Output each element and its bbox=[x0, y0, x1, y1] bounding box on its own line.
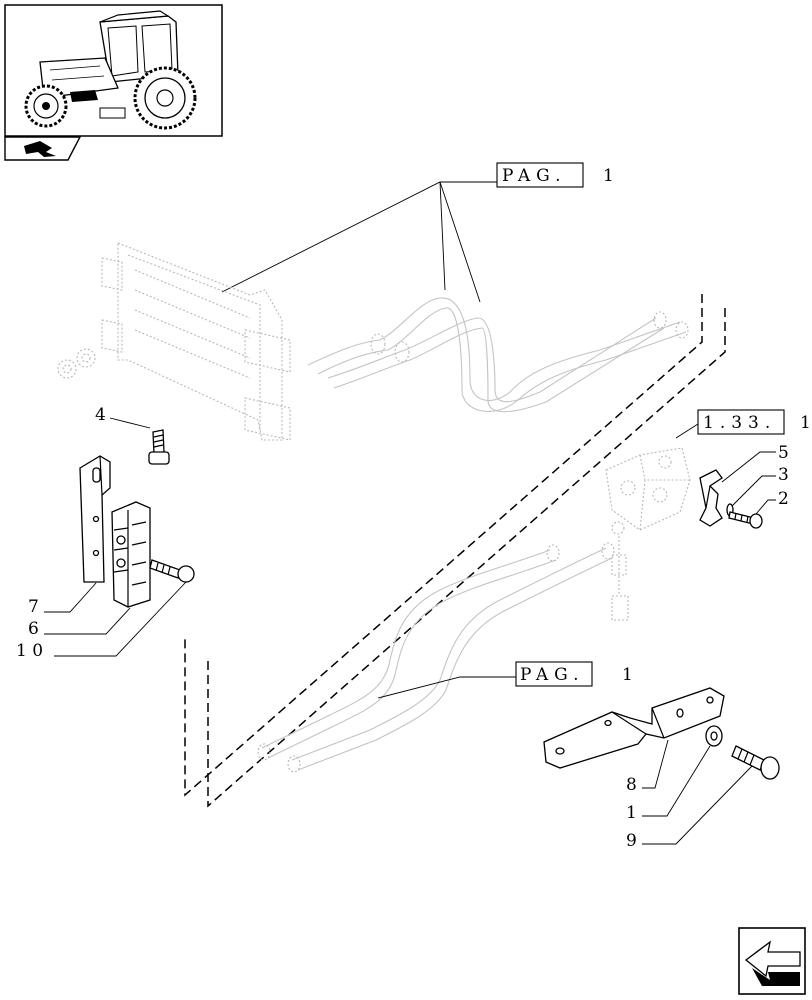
group-reference-label: 1.33. bbox=[703, 413, 776, 433]
part-1-washer[interactable] bbox=[705, 725, 723, 747]
part-5-clip[interactable] bbox=[699, 469, 723, 527]
leader-10 bbox=[54, 581, 187, 657]
callout-1: 1 bbox=[626, 803, 637, 823]
page-reference-top-leader bbox=[221, 181, 497, 303]
callout-2: 2 bbox=[778, 489, 789, 509]
page-reference-bottom[interactable]: PAG. 1 bbox=[515, 661, 633, 687]
group-reference-number: 1 bbox=[800, 413, 811, 433]
callout-6: 6 bbox=[28, 619, 39, 639]
group-reference-leader bbox=[675, 423, 699, 439]
part-7-bracket[interactable] bbox=[79, 455, 111, 583]
part-9-bolt[interactable] bbox=[731, 745, 780, 780]
callout-10: 1 0 bbox=[16, 641, 43, 661]
callout-3: 3 bbox=[778, 465, 789, 485]
page-reference-top-number: 1 bbox=[603, 166, 614, 186]
leader-1 bbox=[642, 745, 711, 817]
page-reference-bottom-number: 1 bbox=[622, 665, 633, 685]
tractor-thumbnail-icon bbox=[4, 4, 223, 137]
next-page-arrow-icon[interactable] bbox=[738, 927, 806, 995]
part-2-bolt[interactable] bbox=[728, 511, 763, 529]
page-reference-bottom-label: PAG. bbox=[520, 665, 585, 685]
ghost-lower-pipes bbox=[257, 542, 615, 773]
installation-frame-2 bbox=[207, 308, 726, 808]
ghost-upper-pipes bbox=[307, 297, 689, 413]
leader-5 bbox=[721, 451, 776, 483]
part-8-mounting-bracket[interactable] bbox=[543, 687, 725, 769]
leader-3 bbox=[731, 475, 776, 507]
ghost-oil-cooler bbox=[57, 242, 291, 441]
pipe-section-icon bbox=[4, 136, 82, 161]
page-reference-bottom-leader bbox=[377, 676, 516, 699]
group-reference[interactable]: 1.33. 1 bbox=[697, 409, 811, 435]
callout-5: 5 bbox=[778, 443, 789, 463]
leader-2 bbox=[755, 499, 776, 515]
leader-8 bbox=[642, 739, 669, 789]
leader-7 bbox=[44, 582, 97, 613]
leader-4 bbox=[109, 417, 151, 429]
leader-6 bbox=[44, 607, 131, 635]
part-4-bolt[interactable] bbox=[148, 429, 170, 465]
page-reference-top-label: PAG. bbox=[502, 166, 567, 186]
leader-9 bbox=[642, 765, 753, 845]
callout-4: 4 bbox=[95, 405, 106, 425]
installation-frame-1 bbox=[184, 294, 703, 797]
callout-7: 7 bbox=[28, 597, 39, 617]
part-10-bolt[interactable] bbox=[149, 559, 195, 583]
callout-9: 9 bbox=[626, 831, 637, 851]
ghost-control-valve bbox=[605, 447, 691, 621]
page-reference-top[interactable]: PAG. 1 bbox=[496, 162, 614, 188]
part-6-pipe-clamp[interactable] bbox=[111, 501, 151, 608]
callout-8: 8 bbox=[626, 775, 637, 795]
